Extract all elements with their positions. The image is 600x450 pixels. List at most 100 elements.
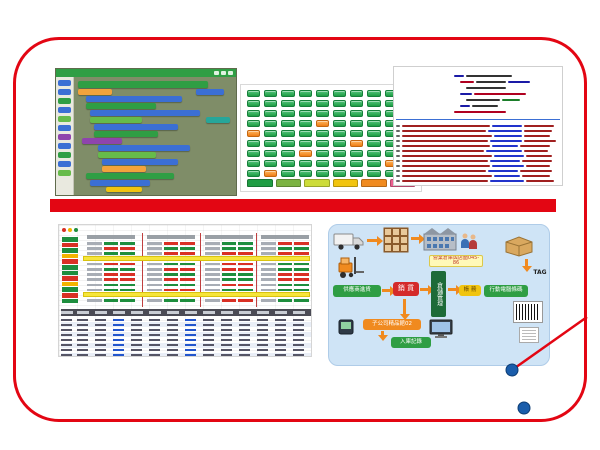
grid-button[interactable] [316,120,329,127]
grid-button[interactable] [281,100,294,107]
grid-button[interactable] [333,130,346,137]
grid-button[interactable] [350,110,363,117]
grid-button[interactable] [247,90,260,97]
code-block[interactable] [94,131,158,137]
grid-button[interactable] [264,110,277,117]
palette-block[interactable] [58,89,71,95]
grid-tab[interactable] [276,179,302,187]
grid-button[interactable] [299,140,312,147]
grid-button[interactable] [367,120,380,127]
palette-block[interactable] [58,152,71,158]
grid-button[interactable] [316,90,329,97]
grid-button[interactable] [367,100,380,107]
grid-button[interactable] [299,100,312,107]
grid-button[interactable] [247,140,260,147]
grid-button[interactable] [281,170,294,177]
grid-button[interactable] [247,160,260,167]
grid-button[interactable] [333,150,346,157]
code-block[interactable] [78,89,112,95]
grid-button[interactable] [367,110,380,117]
grid-button[interactable] [281,120,294,127]
grid-button[interactable] [264,160,277,167]
grid-button[interactable] [333,120,346,127]
grid-tab[interactable] [333,179,359,187]
palette-block[interactable] [58,161,71,167]
palette-block[interactable] [58,107,71,113]
titlebar-button[interactable] [214,71,219,75]
grid-button[interactable] [247,150,260,157]
grid-button[interactable] [367,140,380,147]
grid-button[interactable] [264,90,277,97]
grid-button[interactable] [350,100,363,107]
grid-button[interactable] [264,100,277,107]
grid-button[interactable] [264,140,277,147]
grid-button[interactable] [350,90,363,97]
code-block[interactable] [86,173,174,179]
code-block[interactable] [86,103,156,109]
grid-button[interactable] [247,120,260,127]
highlight-row[interactable] [83,256,310,261]
code-block[interactable] [206,117,230,123]
code-block[interactable] [98,145,190,151]
code-block[interactable] [94,124,178,130]
code-block[interactable] [102,159,178,165]
grid-button[interactable] [299,160,312,167]
palette-block[interactable] [58,80,71,86]
grid-button[interactable] [367,160,380,167]
grid-button[interactable] [316,140,329,147]
grid-button[interactable] [316,100,329,107]
code-block[interactable] [90,180,150,186]
grid-button[interactable] [350,150,363,157]
code-block[interactable] [86,96,182,102]
code-block[interactable] [196,89,224,95]
grid-button[interactable] [281,160,294,167]
grid-tab[interactable] [361,179,387,187]
grid-button[interactable] [316,160,329,167]
grid-button[interactable] [350,170,363,177]
titlebar-button[interactable] [221,71,226,75]
grid-button[interactable] [264,120,277,127]
palette-block[interactable] [58,125,71,131]
grid-button[interactable] [333,160,346,167]
close-icon[interactable] [228,71,233,75]
grid-button[interactable] [299,170,312,177]
grid-button[interactable] [247,130,260,137]
code-block[interactable] [106,187,142,192]
grid-button[interactable] [247,110,260,117]
palette-block[interactable] [58,143,71,149]
grid-button[interactable] [264,150,277,157]
code-block[interactable] [90,117,142,123]
grid-button[interactable] [333,100,346,107]
grid-button[interactable] [367,130,380,137]
grid-button[interactable] [333,110,346,117]
grid-button[interactable] [281,150,294,157]
grid-button[interactable] [333,140,346,147]
code-block[interactable] [82,138,122,144]
palette-block[interactable] [58,170,71,176]
grid-button[interactable] [333,170,346,177]
palette-block[interactable] [58,134,71,140]
grid-button[interactable] [299,110,312,117]
grid-tab[interactable] [304,179,330,187]
grid-button[interactable] [367,170,380,177]
grid-button[interactable] [350,140,363,147]
code-block[interactable] [98,152,156,158]
grid-button[interactable] [350,130,363,137]
palette-block[interactable] [58,116,71,122]
grid-button[interactable] [281,90,294,97]
grid-button[interactable] [281,110,294,117]
grid-button[interactable] [299,90,312,97]
grid-button[interactable] [316,150,329,157]
grid-button[interactable] [264,130,277,137]
grid-button[interactable] [316,170,329,177]
code-block[interactable] [90,110,200,116]
palette-block[interactable] [58,98,71,104]
code-block[interactable] [102,166,146,172]
grid-button[interactable] [350,160,363,167]
grid-button[interactable] [316,130,329,137]
grid-button[interactable] [333,90,346,97]
highlight-row[interactable] [83,292,310,297]
grid-button[interactable] [299,120,312,127]
grid-tab[interactable] [247,179,273,187]
grid-button[interactable] [367,90,380,97]
